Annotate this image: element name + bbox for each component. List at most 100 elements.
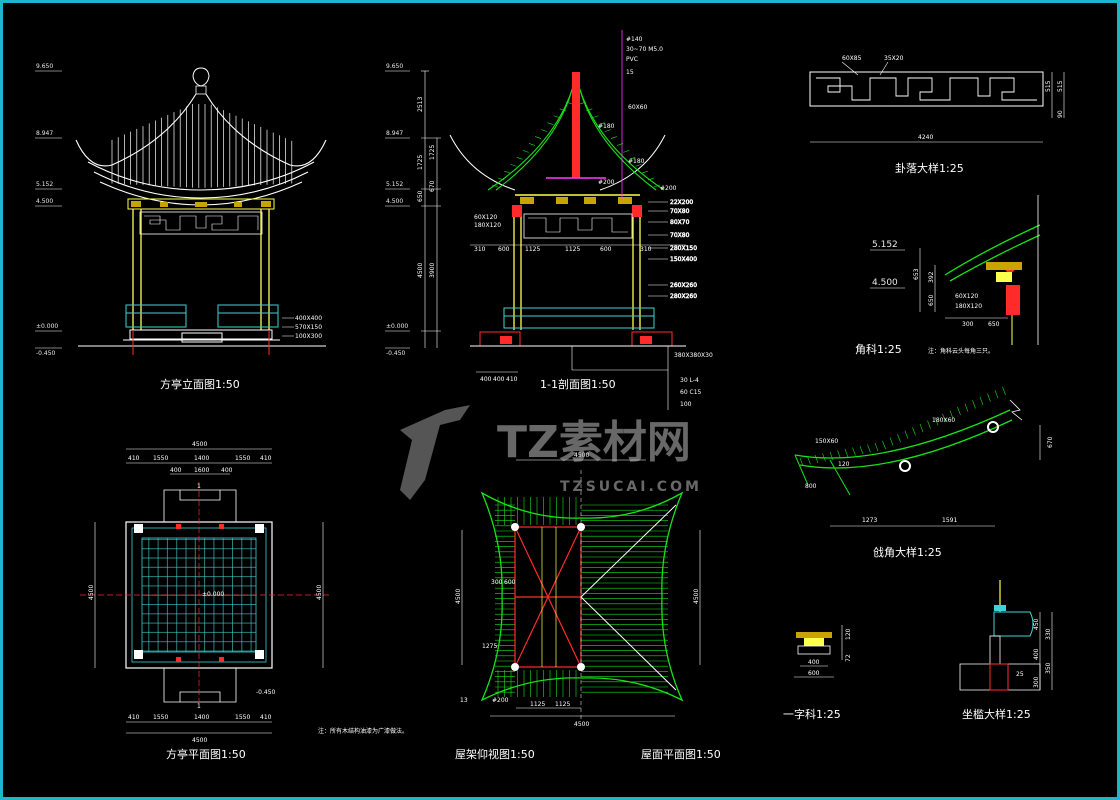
dimension-text: 650 [988, 321, 1000, 328]
jiaoke-detail: 5.152 4.500 653 392 650 60X120 180X120 3… [855, 195, 1041, 356]
dimension-text: 300 [1033, 676, 1040, 688]
dimension-text: 410 [260, 455, 272, 462]
dimension-text: 4240 [918, 134, 933, 141]
callout-text: 260X260 [670, 282, 697, 289]
dimension-text: 650 [928, 294, 935, 306]
watermark-text: TZ素材网 [497, 417, 691, 468]
callout-text: 60X85 [842, 55, 862, 62]
callout-text: 70X80 [670, 232, 690, 239]
dimension-text: 400 [480, 376, 492, 383]
dimension-text: 392 [928, 271, 935, 283]
dimension-text: 670 [1047, 436, 1054, 448]
roof-frame-members [514, 526, 582, 668]
callout-text: 60X120 [474, 214, 497, 221]
dimension-text: 4500 [574, 452, 589, 459]
qiangjiao-detail: 150X60 180X60 1273 1591 670 800 120 戗角大样… [794, 386, 1054, 559]
section-benches [503, 307, 655, 329]
dimension-text: 515 [1045, 80, 1052, 92]
dimension-text: 90 [1057, 110, 1064, 118]
elevation-columns [132, 209, 270, 330]
callout-text: 280X260 [670, 293, 697, 300]
section-columns [513, 217, 641, 330]
level-label: 4.500 [872, 278, 898, 288]
dimension-text: 72 [845, 654, 852, 662]
dimension-text: 650 [417, 190, 424, 202]
dimension-text: 1125 [565, 246, 580, 253]
dimension-text: #200 [492, 697, 509, 704]
level-label: 5.152 [872, 240, 898, 250]
dimension-text: 1400 [194, 714, 209, 721]
dimension-text: 1400 [194, 455, 209, 462]
dimension-text: 1275 [482, 643, 497, 650]
dimension-text: 120 [838, 461, 850, 468]
callout-text: 70X80 [670, 208, 690, 215]
dimension-text: 4500 [192, 737, 207, 744]
callout-text: 150X400 [670, 256, 697, 263]
dimension-text: 410 [128, 455, 140, 462]
callout-text: #200 [660, 185, 677, 192]
view-title-yizike: 一字科1:25 [783, 707, 841, 721]
callout-text: 30 L-4 [680, 377, 699, 384]
level-markers-left [35, 70, 62, 349]
dimension-text: 1725 [429, 145, 436, 160]
dimension-text: 1550 [153, 455, 168, 462]
dimension-text: 410 [128, 714, 140, 721]
dimension-text: 400 [493, 376, 505, 383]
callout-text: 22X200 [670, 199, 693, 206]
callout-text: 180X120 [955, 303, 982, 310]
dimension-text: 25 [1016, 671, 1024, 678]
view-title-plan: 方亭平面图1:50 [166, 747, 246, 761]
level-label: 9.650 [36, 63, 53, 70]
dimension-text: 120 [845, 628, 852, 640]
level-label: -0.450 [36, 350, 56, 357]
dimension-text: 410 [260, 714, 272, 721]
lattice-frieze [139, 211, 263, 235]
callout-text: #200 [598, 179, 615, 186]
callout-text: 60X120 [955, 293, 978, 300]
dimension-text: 600 [504, 579, 516, 586]
king-post [572, 72, 580, 178]
elevation-roof [75, 93, 327, 206]
watermark: TZ素材网 TZSUCAI.COM [400, 405, 699, 500]
section-mark: 1 [197, 483, 201, 490]
level-label: -0.450 [386, 350, 406, 357]
elevation-base [78, 329, 326, 347]
dimension-text: 1550 [235, 714, 250, 721]
callout-text: PVC [626, 56, 638, 63]
dimension-text: 1591 [942, 517, 957, 524]
level-label: -0.450 [256, 689, 276, 696]
section-brackets [520, 197, 632, 204]
roof-outline [480, 491, 684, 702]
dimension-text: 800 [805, 483, 817, 490]
dimension-text: 4500 [455, 589, 462, 604]
view-title-gualuo: 卦落大样1:25 [895, 161, 964, 175]
dimension-text: 1125 [555, 701, 570, 708]
dimension-text: 310 [640, 246, 652, 253]
dimension-text: 2513 [417, 97, 424, 112]
callout-text: 180X120 [474, 222, 501, 229]
dimension-text: 4500 [417, 263, 424, 278]
dimension-text: 1550 [153, 714, 168, 721]
callout-text: #180 [628, 158, 645, 165]
elevation-view: 9.650 8.947 5.152 4.500 ±0.000 -0.450 [35, 63, 327, 391]
level-label: ±0.000 [202, 591, 224, 598]
level-label: ±0.000 [386, 323, 408, 330]
section-roof-rafters [487, 74, 665, 191]
watermark-logo [400, 405, 470, 500]
dimension-text: 13 [460, 697, 468, 704]
level-label: 4.500 [36, 198, 53, 205]
dimension-text: 653 [913, 268, 920, 280]
level-label: 9.650 [386, 63, 403, 70]
dimension-text: 3900 [429, 263, 436, 278]
dimension-text: 400 [221, 467, 233, 474]
dimension-text: 4500 [88, 585, 95, 600]
section-right-callouts: 22X20070X8080X7070X80280X150150X400260X2… [648, 199, 697, 300]
dimension-text: 4500 [192, 441, 207, 448]
elevation-benches [125, 304, 279, 328]
callout-text: #180 [598, 123, 615, 130]
dimension-text: 300 [962, 321, 974, 328]
roof-rafter-hatch [495, 497, 668, 697]
